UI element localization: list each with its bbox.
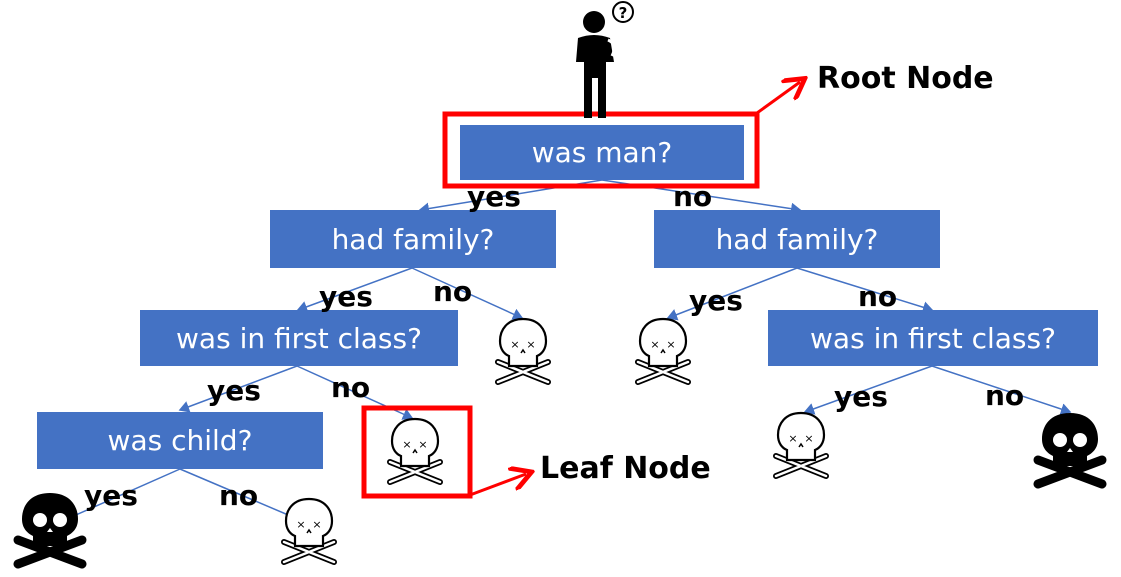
branch-label-rf-no: no — [858, 280, 898, 313]
svg-text:×: × — [788, 432, 797, 445]
right-family-node: had family? — [654, 210, 940, 268]
edge-lc-yes — [178, 365, 298, 413]
leaf-annotation-arrow — [469, 474, 526, 497]
edge-lf-no — [411, 267, 524, 320]
skull-outline-icon: × × — [281, 497, 337, 565]
branch-label-lc-no: no — [331, 371, 371, 404]
svg-text:?: ? — [619, 4, 628, 22]
edge-rf-yes — [666, 267, 798, 321]
branch-label-child-yes: yes — [84, 479, 138, 512]
svg-text:×: × — [402, 438, 411, 451]
skull-solid-icon — [1033, 413, 1107, 489]
thinking-person-icon: ? — [576, 1, 634, 118]
branch-label-rf-yes: yes — [689, 284, 743, 317]
left-family-node: had family? — [270, 210, 556, 268]
skull-outline-icon: × × — [387, 417, 443, 485]
svg-text:×: × — [666, 338, 675, 351]
svg-text:×: × — [296, 518, 305, 531]
svg-text:×: × — [526, 338, 535, 351]
leaf-node-annotation: Leaf Node — [540, 451, 711, 486]
root-annotation-arrow — [756, 82, 800, 115]
branch-label-lf-no: no — [433, 275, 473, 308]
branch-label-root-no: no — [673, 180, 713, 213]
leaf-highlight-box — [361, 405, 473, 499]
branch-label-root-yes: yes — [467, 180, 521, 213]
skull-outline-icon: × × — [635, 317, 691, 385]
branch-label-lf-yes: yes — [319, 280, 373, 313]
svg-text:×: × — [418, 438, 427, 451]
branch-label-rc-yes: yes — [834, 380, 888, 413]
svg-text:×: × — [510, 338, 519, 351]
svg-text:×: × — [650, 338, 659, 351]
skull-outline-icon: × × — [495, 317, 551, 385]
child-node: was child? — [37, 412, 323, 469]
root-node: was man? — [460, 125, 744, 180]
branch-label-rc-no: no — [985, 379, 1025, 412]
root-node-annotation: Root Node — [817, 61, 994, 96]
edge-lf-yes — [296, 267, 413, 313]
branch-label-child-no: no — [219, 479, 259, 512]
edge-rc-no — [931, 365, 1072, 415]
skull-outline-icon: × × — [773, 411, 829, 479]
svg-text:×: × — [804, 432, 813, 445]
left-first-class-node: was in first class? — [140, 310, 458, 366]
right-first-class-node: was in first class? — [768, 310, 1098, 366]
skull-solid-icon — [13, 493, 87, 569]
edge-rc-yes — [803, 365, 933, 415]
branch-label-lc-yes: yes — [207, 374, 261, 407]
svg-text:×: × — [312, 518, 321, 531]
edge-child-no — [179, 468, 302, 523]
edge-rf-no — [796, 267, 934, 314]
edge-child-yes — [58, 468, 181, 524]
